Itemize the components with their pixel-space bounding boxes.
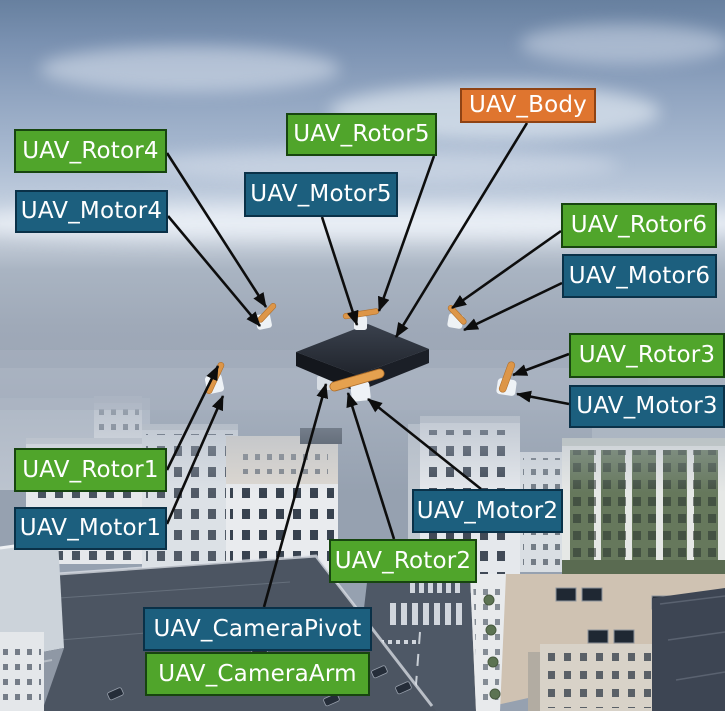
arrow-uav-rotor1 [165,365,220,471]
arrow-uav-motor1 [165,395,225,525]
uav-rotor3-mesh[interactable] [496,361,517,397]
annotation-arrows [165,122,570,608]
arrow-uav-motor5 [320,216,359,326]
arrow-uav-camera-pivot [262,383,329,608]
label-uav-motor6: UAV_Motor6 [562,254,717,298]
arrow-uav-rotor4 [165,152,268,308]
label-uav-rotor1: UAV_Rotor1 [14,448,167,492]
label-uav-body: UAV_Body [460,88,596,123]
label-uav-rotor6: UAV_Rotor6 [561,203,717,248]
cloud [40,46,340,92]
label-uav-motor3: UAV_Motor3 [569,385,725,428]
label-uav-rotor3: UAV_Rotor3 [569,333,725,378]
arrow-uav-rotor2 [346,392,396,540]
arrow-uav-motor2 [367,397,482,491]
arrow-uav-body [394,122,529,338]
label-uav-motor1: UAV_Motor1 [14,507,167,550]
arrow-uav-rotor5 [377,155,436,312]
cloud [520,24,725,64]
uav-rotor6-mesh[interactable] [447,304,467,329]
road-markings [372,580,462,644]
label-uav-rotor5: UAV_Rotor5 [286,113,437,156]
arrow-uav-rotor3 [512,352,570,377]
label-uav-camera-arm: UAV_CameraArm [145,652,370,696]
label-uav-rotor4: UAV_Rotor4 [14,129,167,173]
label-uav-camera-pivot: UAV_CameraPivot [143,607,372,651]
label-uav-motor5: UAV_Motor5 [244,172,398,217]
arrow-uav-motor6 [463,281,563,332]
arrow-uav-motor3 [516,390,570,406]
label-uav-motor4: UAV_Motor4 [15,190,168,233]
label-uav-rotor2: UAV_Rotor2 [329,539,477,583]
street-trees [483,594,501,700]
label-uav-motor2: UAV_Motor2 [412,489,563,533]
arrow-uav-rotor6 [451,229,562,310]
arrow-uav-motor4 [167,215,261,327]
